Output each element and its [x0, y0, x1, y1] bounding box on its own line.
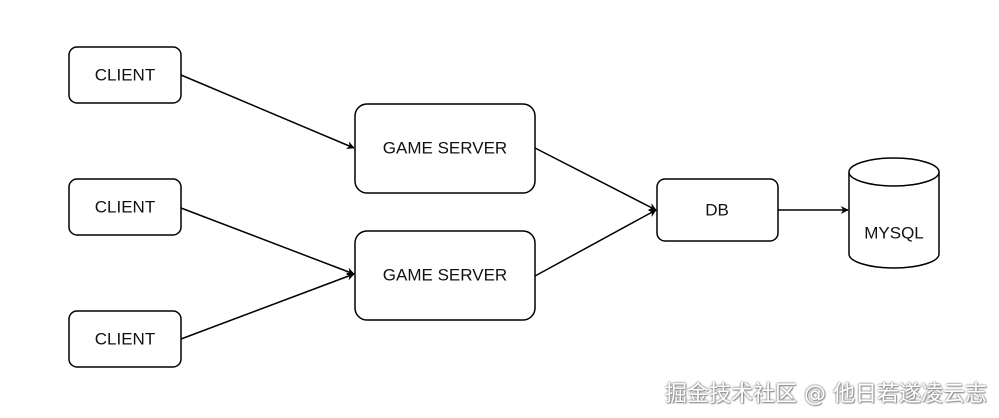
db-node-label: DB [705, 201, 729, 220]
client-node-2-label: CLIENT [95, 198, 155, 217]
mysql-cylinder-top [848, 157, 940, 187]
watermark: 掘金技术社区 @ 他日若遂凌云志 [665, 382, 987, 407]
edge-game-server1-to-db [534, 147, 657, 211]
edge-client1-to-game-server1 [180, 74, 355, 149]
edge-client3-to-game-server2 [180, 272, 355, 340]
game-server-node-2-label: GAME SERVER [383, 266, 507, 285]
client-node-3-label: CLIENT [95, 330, 155, 349]
game-server-node-1: GAME SERVER [354, 103, 536, 194]
edge-client2-to-game-server2 [180, 207, 355, 276]
client-node-1: CLIENT [68, 46, 182, 104]
db-node: DB [656, 178, 779, 242]
client-node-1-label: CLIENT [95, 66, 155, 85]
mysql-database-cylinder: MYSQL [848, 157, 940, 269]
mysql-cylinder-body [848, 172, 940, 269]
edge-game-server2-to-db [534, 209, 657, 277]
client-node-2: CLIENT [68, 178, 182, 236]
mysql-node-label: MYSQL [864, 224, 924, 243]
edges [180, 74, 849, 340]
game-server-node-2: GAME SERVER [354, 230, 536, 321]
game-server-node-1-label: GAME SERVER [383, 139, 507, 158]
client-node-3: CLIENT [68, 310, 182, 368]
